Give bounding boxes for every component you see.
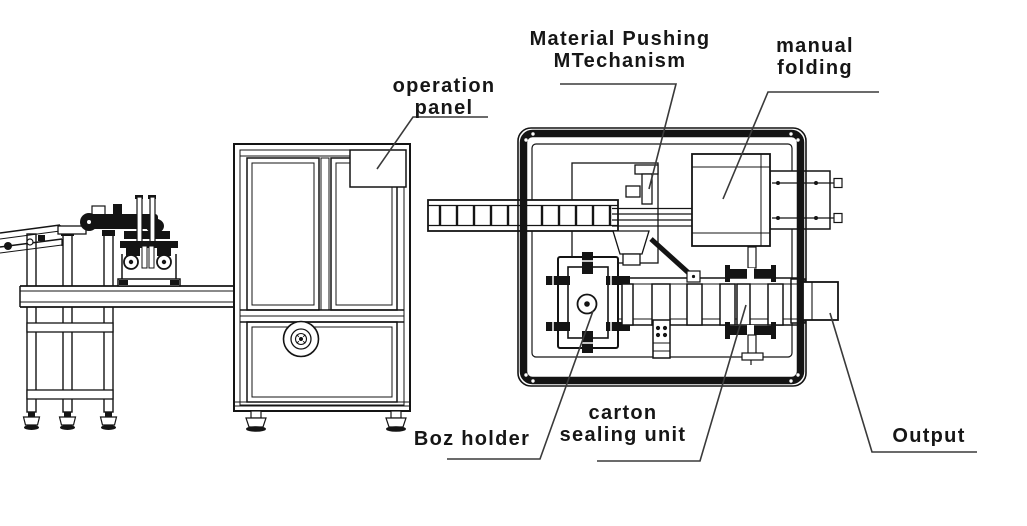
manual-folding-unit	[691, 153, 771, 247]
handwheel	[282, 320, 320, 358]
support-legs	[22, 230, 118, 430]
folding-machine	[427, 127, 843, 387]
pusher-rails	[612, 207, 692, 227]
leader-carton-sealing	[597, 304, 747, 462]
label-line: Output	[892, 425, 966, 447]
leader-manual-folding	[722, 91, 879, 200]
carton-sealing-unit	[621, 246, 784, 365]
leader-material-pushing	[560, 83, 678, 190]
label-line: folding	[777, 57, 853, 79]
leader-box-holder	[447, 310, 594, 460]
machine-frame	[517, 127, 807, 387]
label-line: carton	[588, 402, 658, 424]
frame-corner-screws	[524, 132, 800, 383]
output-box	[802, 281, 839, 321]
label-carton-sealing-unit: carton sealing unit	[560, 402, 687, 446]
label-line: Material Pushing	[529, 28, 711, 50]
table-beam	[19, 285, 234, 308]
chain-tensioner	[652, 319, 671, 359]
leader-lines	[376, 83, 977, 462]
box-holder-unit	[546, 252, 630, 353]
control-cabinet	[233, 143, 411, 432]
leveling-feet	[22, 412, 118, 430]
pick-arm	[80, 204, 170, 239]
label-line: manual	[776, 35, 854, 57]
label-line: MTechanism	[553, 50, 687, 72]
label-line: sealing unit	[559, 424, 687, 446]
label-operation-panel: operation panel	[393, 75, 496, 119]
infeed-structure	[0, 195, 234, 430]
label-line: panel	[414, 97, 474, 119]
label-box-holder: Boz holder	[414, 428, 530, 450]
label-line: Boz holder	[413, 428, 531, 450]
label-manual-folding: manual folding	[776, 35, 854, 79]
pick-head	[117, 241, 181, 287]
infeed-rail	[0, 224, 87, 254]
label-output: Output	[892, 425, 965, 447]
sealing-slats	[621, 283, 784, 326]
bottom-clamp	[725, 322, 776, 365]
leader-operation-panel	[376, 116, 488, 170]
leader-output	[829, 312, 977, 453]
label-line: operation	[392, 75, 496, 97]
material-pushing-mechanism	[612, 164, 701, 283]
top-clamp	[725, 246, 776, 282]
label-material-pushing-mechanism: Material Pushing MTechanism	[530, 28, 711, 72]
cabinet-feet	[245, 410, 407, 432]
